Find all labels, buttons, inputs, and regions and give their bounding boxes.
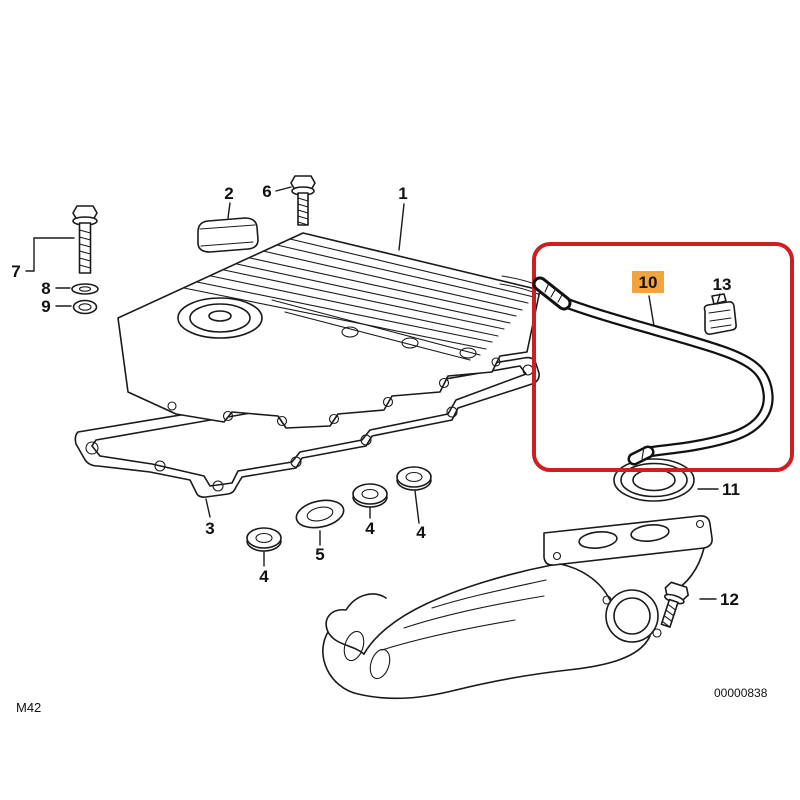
seal9-drawing: [72, 299, 98, 315]
doc-number-label: 00000838: [714, 686, 768, 700]
callout-4c[interactable]: 4: [414, 490, 426, 542]
part-number[interactable]: 1: [398, 184, 407, 203]
gasket-bolt-holes: [85, 364, 534, 492]
gasket5-drawing: [295, 499, 345, 529]
thread-lines: [661, 603, 677, 628]
leader-line: [275, 186, 292, 192]
valve-cover-drawing: [117, 232, 541, 429]
vent-hose-drawing: [532, 276, 774, 466]
grommet-drawing-a: [246, 527, 282, 552]
callout-13[interactable]: 13: [713, 275, 732, 305]
cover-bolt-holes: [167, 326, 501, 427]
part-number[interactable]: 4: [365, 519, 375, 538]
callout-6[interactable]: 6: [262, 182, 292, 201]
part-number[interactable]: 2: [224, 184, 233, 203]
part-number[interactable]: 6: [262, 182, 271, 201]
part-10-highlight: [632, 271, 664, 293]
thread-lines: [78, 229, 92, 269]
grommet-drawing-b: [352, 483, 388, 508]
part-number[interactable]: 11: [722, 480, 740, 499]
part-number[interactable]: 4: [259, 567, 269, 586]
hose-end-fitting: [627, 445, 655, 466]
leader-line: [205, 498, 211, 518]
callout-4b[interactable]: 4: [365, 506, 375, 538]
oil-filler-cap: [177, 297, 263, 339]
leader-bracket: [25, 237, 75, 272]
leader-line: [716, 293, 721, 305]
callout-7[interactable]: 7: [11, 237, 75, 281]
part-number[interactable]: 12: [720, 590, 739, 609]
callout-10[interactable]: 10: [632, 271, 664, 327]
grommet-drawing-c: [396, 466, 432, 491]
callout-5[interactable]: 5: [315, 530, 325, 564]
callout-4a[interactable]: 4: [259, 551, 269, 586]
callout-2[interactable]: 2: [224, 184, 234, 219]
callout-9[interactable]: 9: [41, 297, 72, 316]
washer8-drawing: [71, 283, 99, 295]
thread-lines: [297, 197, 309, 226]
part-number[interactable]: 5: [315, 545, 324, 564]
intake-manifold-drawing: [322, 515, 713, 700]
callout-3[interactable]: 3: [205, 498, 215, 538]
leader-line: [648, 295, 655, 327]
callout-8[interactable]: 8: [41, 279, 71, 298]
part-number[interactable]: 3: [205, 519, 214, 538]
leader-line: [398, 203, 405, 251]
part-number[interactable]: 4: [416, 523, 426, 542]
part-number[interactable]: 8: [41, 279, 50, 298]
bolt7-drawing: [72, 205, 98, 274]
callout-1[interactable]: 1: [398, 184, 408, 251]
part-number[interactable]: 7: [11, 262, 20, 281]
rib-lines: [183, 238, 535, 361]
part-number[interactable]: 9: [41, 297, 50, 316]
part-number[interactable]: 13: [713, 275, 732, 294]
hose-connector: [532, 276, 572, 311]
callout-12[interactable]: 12: [699, 590, 739, 609]
part-number[interactable]: 10: [639, 273, 658, 292]
highlight-box: [532, 242, 794, 472]
callout-11[interactable]: 11: [697, 480, 740, 499]
cap-drawing: [197, 217, 259, 253]
leader-line: [227, 202, 231, 219]
hose-clamp-drawing: [703, 293, 737, 335]
screw6-drawing: [290, 175, 316, 226]
engine-code-label: M42: [16, 700, 41, 715]
leader-line: [414, 490, 420, 524]
screw12-drawing: [660, 581, 689, 628]
sealing-ring-drawing: [613, 458, 695, 502]
